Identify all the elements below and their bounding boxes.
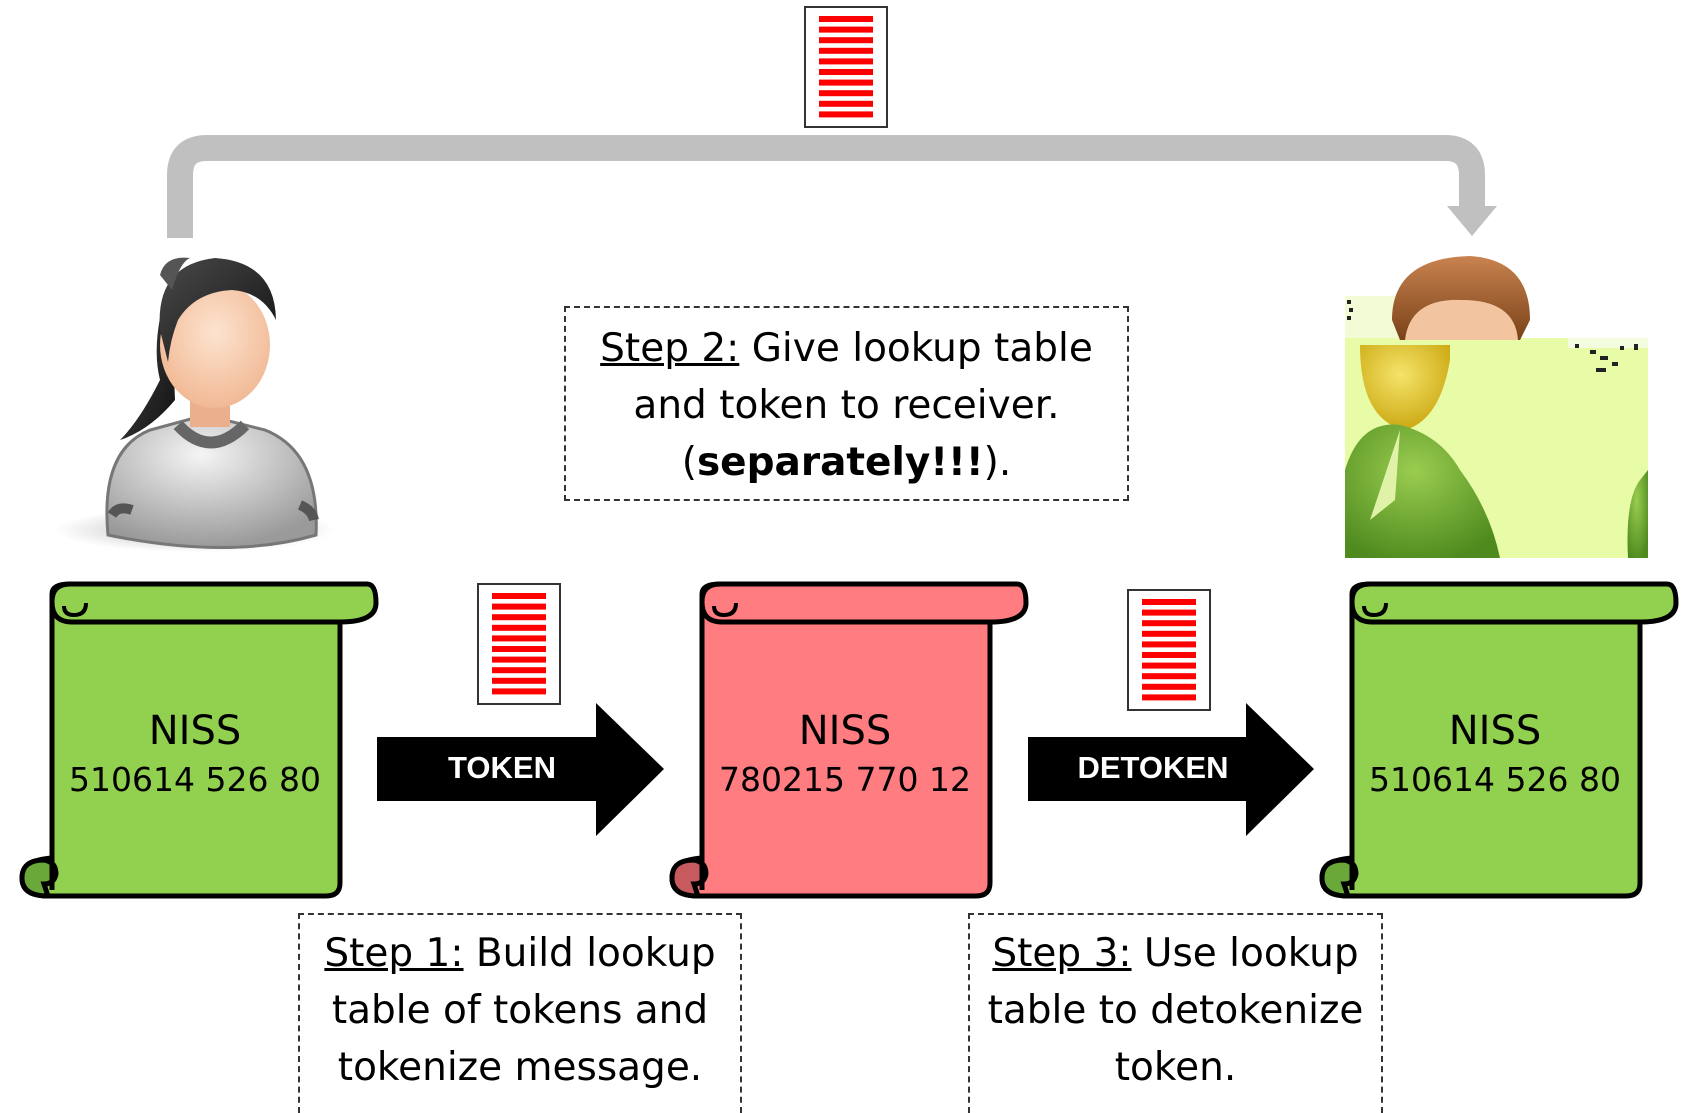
transfer-curved-arrow: [167, 135, 1497, 238]
scroll-number: 780215 770 12: [719, 760, 971, 799]
step-3-line-3: token.: [1114, 1045, 1237, 1090]
lookup-table-row: [492, 688, 546, 695]
lookup-table-row: [1142, 652, 1196, 658]
lookup-table-row: [1142, 694, 1196, 701]
step-2-line-1-text: Give lookup table: [739, 326, 1093, 371]
step-3-label: Step 3:: [992, 931, 1132, 976]
step-3-box: Step 3: Use lookup table to detokenize t…: [968, 913, 1383, 1113]
scroll-receiver-text: NISS 510614 526 80: [1350, 705, 1640, 803]
lookup-table-row: [1142, 683, 1196, 690]
lookup-table-row: [819, 47, 873, 54]
lookup-table-row: [819, 37, 873, 44]
detoken-arrow-label: DETOKEN: [1077, 750, 1229, 785]
step-1-box: Step 1: Build lookup table of tokens and…: [298, 913, 742, 1113]
lookup-table-icon: [477, 583, 561, 705]
token-arrow: [377, 703, 664, 836]
step-2-line-2: and token to receiver.: [633, 383, 1060, 428]
lookup-table-row: [819, 26, 873, 33]
lookup-table-row: [1142, 673, 1196, 680]
step-3-line-2: table to detokenize: [987, 988, 1364, 1033]
scroll-title: NISS: [148, 708, 242, 754]
scroll-number: 510614 526 80: [69, 760, 321, 799]
step-1-line-1-text: Build lookup: [463, 931, 716, 976]
lookup-table-row: [819, 16, 873, 22]
lookup-table-row: [492, 635, 546, 642]
scroll-title: NISS: [1448, 708, 1542, 754]
scroll-number: 510614 526 80: [1369, 760, 1621, 799]
lookup-table-row: [1142, 609, 1196, 616]
scroll-token-text: NISS 780215 770 12: [700, 705, 990, 803]
lookup-table-row: [819, 79, 873, 86]
lookup-table-row: [1142, 599, 1196, 605]
lookup-table-row: [819, 69, 873, 75]
lookup-table-row: [819, 111, 873, 118]
step-1-label: Step 1:: [324, 931, 464, 976]
step-2-emphasis: separately!!!: [696, 440, 984, 485]
lookup-table-row: [1142, 662, 1196, 669]
lookup-table-row: [1142, 641, 1196, 648]
lookup-table-row: [492, 624, 546, 631]
lookup-table-row: [492, 656, 546, 663]
scroll-document: [1319, 581, 1679, 899]
step-2-label: Step 2:: [600, 326, 740, 371]
male-user-icon: [1345, 256, 1648, 558]
lookup-table-row: [492, 677, 546, 684]
step-1-line-1: Step 1: Build lookup: [300, 925, 740, 982]
scroll-title: NISS: [798, 708, 892, 754]
lookup-table-row: [492, 603, 546, 610]
step-2-box: Step 2: Give lookup table and token to r…: [564, 306, 1129, 501]
step-2-line-1: Step 2: Give lookup table: [566, 320, 1127, 377]
token-arrow-label: TOKEN: [448, 750, 556, 785]
scroll-sender-text: NISS 510614 526 80: [50, 705, 340, 803]
lookup-table-icon: [804, 6, 888, 128]
lookup-table-row: [1142, 630, 1196, 637]
lookup-table-icon: [1127, 589, 1211, 711]
female-user-icon: [55, 257, 335, 552]
lookup-table-row: [1142, 620, 1196, 627]
lookup-table-row: [492, 646, 546, 652]
paren-close: ).: [983, 440, 1012, 485]
lookup-table-row: [819, 100, 873, 107]
step-1-line-2: table of tokens and: [331, 988, 709, 1033]
step-2-line-3: (separately!!!).: [566, 434, 1127, 491]
paren-open: (: [681, 440, 697, 485]
lookup-table-row: [819, 90, 873, 97]
lookup-table-row: [492, 593, 546, 599]
scroll-document: [19, 581, 379, 899]
lookup-table-row: [492, 667, 546, 674]
scroll-document: [669, 581, 1029, 899]
step-3-line-1: Step 3: Use lookup: [970, 925, 1381, 982]
step-1-line-3: tokenize message.: [337, 1045, 703, 1090]
step-3-line-1-text: Use lookup: [1131, 931, 1359, 976]
detoken-arrow: [1028, 703, 1314, 836]
lookup-table-row: [819, 58, 873, 65]
lookup-table-row: [492, 614, 546, 621]
